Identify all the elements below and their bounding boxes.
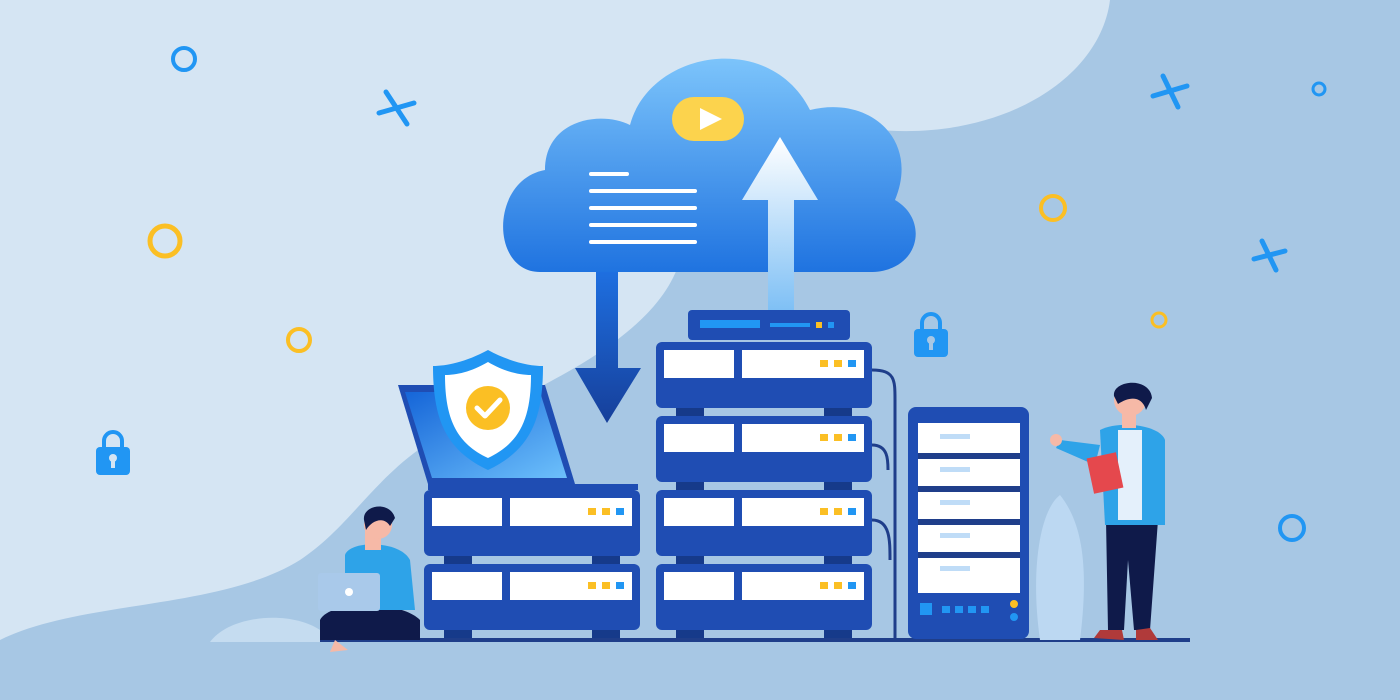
plus-icon: [1251, 238, 1288, 273]
person-standing: [1050, 382, 1165, 640]
clipboard-icon: [1086, 452, 1124, 494]
server-rack-icon: [656, 310, 897, 640]
server-tower-icon: [908, 407, 1029, 639]
ring-icon: [1278, 514, 1306, 542]
ring-icon: [286, 327, 312, 353]
plus-icon: [376, 89, 417, 127]
ring-icon: [1039, 194, 1067, 222]
plant-icon: [1036, 495, 1084, 640]
ring-icon: [147, 223, 183, 259]
person-sitting: [318, 506, 420, 652]
lock-icon: [96, 430, 130, 475]
ring-icon: [1311, 81, 1327, 97]
plus-icon: [1150, 73, 1190, 110]
document-lines-icon: [589, 172, 697, 244]
lock-icon: [914, 312, 948, 357]
ground-line: [255, 638, 1190, 642]
server-rack-icon: [424, 490, 640, 638]
cloud-icon: [503, 58, 916, 273]
upload-arrow-icon: [742, 137, 818, 310]
shield-check-icon: [433, 350, 543, 470]
ring-icon: [171, 46, 197, 72]
decorations: [96, 46, 1327, 542]
ring-icon: [1150, 311, 1168, 329]
download-arrow-icon: [575, 272, 641, 423]
